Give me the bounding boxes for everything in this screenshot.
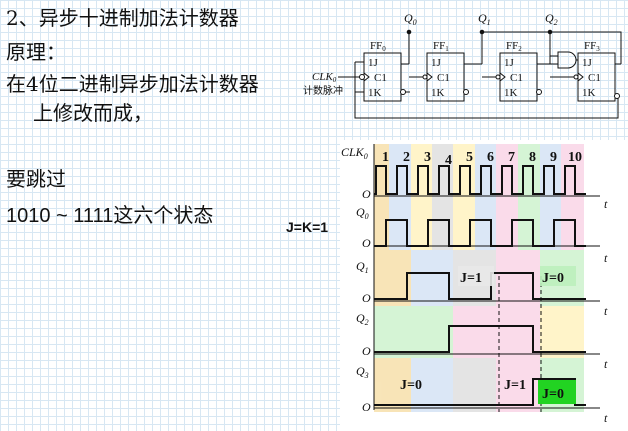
annotation-q1-j0: J=0 <box>542 271 564 286</box>
ff1-name: FF1 <box>433 40 449 53</box>
ff1-pin-j: 1J <box>431 57 442 69</box>
annotation-bg-1 <box>458 266 494 286</box>
pulse-number: 8 <box>529 150 536 165</box>
timing-q0-label: Q0 <box>356 205 369 221</box>
timing-q1-label: Q1 <box>356 259 369 275</box>
pulse-number: 2 <box>403 150 410 165</box>
circuit-q0-label: Q0 <box>404 11 417 27</box>
jk-note: J=K=1 <box>286 219 329 235</box>
skip-label: 要跳过 <box>6 167 66 191</box>
timing-q2-label: Q2 <box>356 311 369 327</box>
ff3-pin-k: 1K <box>582 87 596 99</box>
clk-waveform <box>374 165 586 195</box>
ff2-pin-j: 1J <box>504 57 515 69</box>
ff3-pin-c: C1 <box>588 72 601 84</box>
pulse-number: 1 <box>382 150 389 165</box>
timing-origin-q1: O <box>362 291 371 305</box>
principle-label: 原理： <box>6 40 66 64</box>
slide-title: 2、异步十进制加法计数器 <box>6 6 239 30</box>
skip-range: 1010 ~ 1111这六个状态 <box>6 199 213 228</box>
timing-t-q1: t <box>604 304 608 318</box>
q3-waveform <box>374 378 586 406</box>
state-band <box>432 144 453 250</box>
timing-t-q0: t <box>604 251 608 265</box>
principle-line-1: 在4位二进制异步加法计数器 <box>6 72 259 96</box>
state-band <box>374 250 411 306</box>
ff3-name: FF3 <box>584 40 600 53</box>
pulse-number: 7 <box>508 150 515 165</box>
circuit-q1-label: Q1 <box>478 11 491 27</box>
skip-range-prefix: 1010 ~ 1111 <box>6 205 114 227</box>
ff2-name: FF2 <box>506 40 522 53</box>
ff1-pin-c: C1 <box>437 72 450 84</box>
ff2-pin-k: 1K <box>504 87 518 99</box>
circuit-q2-label: Q2 <box>545 11 558 27</box>
ff1-pin-k: 1K <box>431 87 445 99</box>
skip-range-suffix: 这六个状态 <box>113 203 214 227</box>
pulse-number: 5 <box>466 150 473 165</box>
q1-waveform <box>374 272 586 300</box>
pulse-number: 10 <box>568 150 582 165</box>
pulse-number: 9 <box>550 150 557 165</box>
ff0-pin-j: 1J <box>368 57 379 69</box>
timing-origin-q2: O <box>362 344 371 358</box>
counter-circuit: Q0 Q1 Q2 FF0 1J C1 1K CLK0 计数脉冲 FF1 1J <box>303 11 622 119</box>
ff0-name: FF0 <box>370 40 386 53</box>
q0-waveform <box>374 219 586 247</box>
annotation-q3-j1: J=1 <box>504 378 526 393</box>
state-band <box>540 144 561 250</box>
annotation-q3-j0-right: J=0 <box>542 387 564 402</box>
state-band <box>411 144 432 250</box>
ff0-pin-k: 1K <box>368 87 382 99</box>
state-band <box>453 306 540 358</box>
timing-origin-q0: O <box>362 236 371 250</box>
pulse-number: 4 <box>445 153 452 168</box>
principle-line-2: 上修改而成， <box>33 101 153 125</box>
pulse-number: 6 <box>487 150 494 165</box>
state-band <box>453 358 496 412</box>
timing-t-q2: t <box>604 357 608 371</box>
pulse-number: 3 <box>424 150 431 165</box>
ff3-pin-j: 1J <box>582 57 593 69</box>
q2-waveform <box>374 325 586 353</box>
and-gate <box>557 51 577 69</box>
annotation-bg-2 <box>540 266 576 286</box>
annotation-q3-j0-left: J=0 <box>400 378 422 393</box>
state-band <box>540 306 584 358</box>
state-band <box>374 358 411 412</box>
timing-clk-label: CLK0 <box>341 145 368 161</box>
state-band <box>411 250 453 306</box>
state-band <box>389 144 411 250</box>
timing-diagram: CLK0 Q0 Q1 Q2 Q3 O O O O O t t t t t <box>340 140 628 431</box>
annotation-bg-3 <box>538 380 576 404</box>
timing-origin-q3: O <box>362 400 371 414</box>
timing-origin-clk: O <box>362 187 371 201</box>
timing-q3-label: Q3 <box>356 364 369 380</box>
state-bands <box>374 144 584 412</box>
state-band <box>374 306 453 358</box>
ff0-pin-c: C1 <box>374 72 387 84</box>
state-band <box>411 358 453 412</box>
circuit-clk-caption: 计数脉冲 <box>303 84 343 97</box>
circuit-clk-label: CLK0 <box>312 71 337 84</box>
timing-t-q3: t <box>604 411 608 425</box>
ff2-pin-c: C1 <box>510 72 523 84</box>
annotation-q1-j1: J=1 <box>460 271 482 286</box>
timing-t-clk: t <box>604 197 608 211</box>
state-band <box>561 144 584 250</box>
